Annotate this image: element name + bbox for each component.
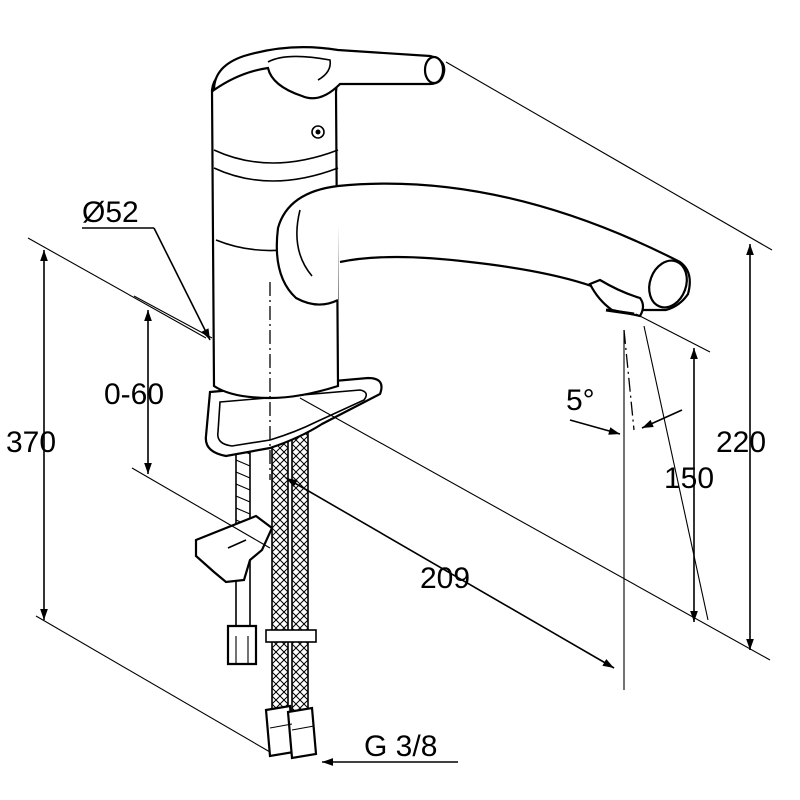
- label-outlet-height: 150: [664, 462, 714, 495]
- label-body-height: 220: [716, 426, 766, 459]
- label-connection: G 3/8: [364, 730, 437, 763]
- outlet-angle-line: [623, 329, 635, 431]
- handle-lever: [212, 46, 446, 100]
- dim-line-spout-reach: [285, 477, 615, 669]
- dim-arrow-angle-right: [641, 409, 683, 429]
- spout-outlet: [648, 259, 688, 309]
- fastening-bracket: [194, 514, 274, 584]
- label-spout-angle: 5°: [566, 384, 595, 417]
- label-spout-reach: 209: [420, 562, 470, 595]
- label-diameter: Ø52: [82, 196, 139, 229]
- hose-fitting-right: [286, 706, 318, 760]
- label-total-height: 370: [6, 426, 56, 459]
- dim-leader-diameter: [153, 227, 211, 341]
- supply-hose-right: [291, 391, 309, 713]
- screw-hole: [311, 125, 325, 139]
- hose-clip: [265, 629, 317, 643]
- spout: [275, 182, 691, 318]
- aerator: [588, 278, 645, 318]
- dimension-lines: [40, 227, 754, 766]
- dim-arrow-angle-left: [569, 419, 621, 435]
- label-deck-range: 0-60: [104, 378, 164, 411]
- stud-nut: [226, 624, 258, 666]
